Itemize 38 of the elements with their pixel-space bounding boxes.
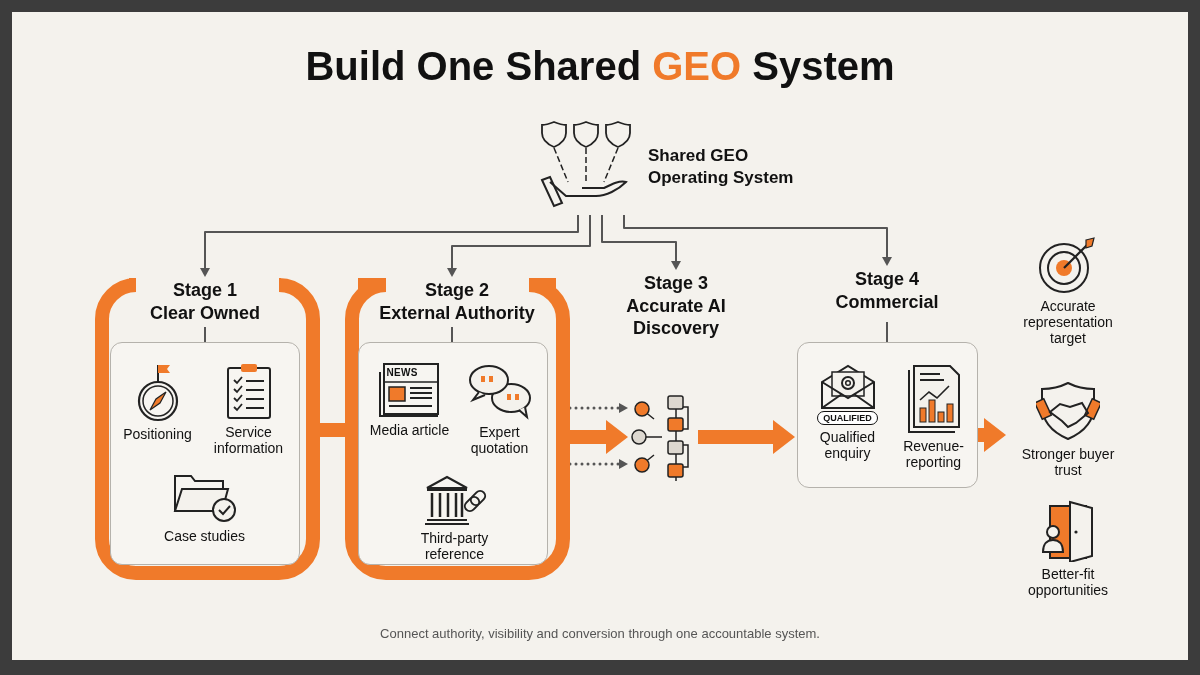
stage-number: Stage 3 bbox=[644, 272, 708, 295]
arrow bbox=[568, 459, 628, 469]
item-label: Accurate representation target bbox=[1022, 298, 1114, 347]
flow-arrow bbox=[978, 418, 1006, 452]
masthead-text: NEWS bbox=[386, 366, 418, 378]
item-label: Stronger buyer trust bbox=[1020, 446, 1116, 479]
stage-title: Accurate AI Discovery bbox=[625, 294, 727, 340]
stage-frame bbox=[95, 278, 320, 580]
stage-title: Clear Owned bbox=[150, 301, 260, 324]
stage-number: Stage 2 bbox=[425, 279, 489, 302]
arrow bbox=[601, 214, 681, 270]
hub-label: Shared GEO Operating System bbox=[648, 145, 795, 190]
item-label: Service information bbox=[212, 423, 285, 456]
item-label: Revenue-reporting bbox=[902, 437, 965, 470]
stage-panel bbox=[358, 342, 548, 565]
status-badge: QUALIFIED bbox=[817, 410, 878, 425]
arrow bbox=[447, 214, 591, 277]
flow-arrow bbox=[570, 420, 628, 454]
flow-arrow bbox=[698, 420, 795, 454]
stage-number: Stage 1 bbox=[173, 279, 237, 302]
caption: Connect authority, visibility and conversion through one accountable system. bbox=[379, 626, 821, 641]
item-label: Positioning bbox=[123, 425, 192, 442]
stage-panel bbox=[797, 342, 978, 488]
item-label: Expert quotation bbox=[469, 423, 530, 456]
item-label: Third-party reference bbox=[419, 529, 490, 562]
arrow bbox=[200, 214, 579, 277]
item-label: Qualified enquiry bbox=[818, 428, 877, 461]
title: Build One Shared GEO System bbox=[304, 44, 896, 89]
item-label: Better-fit opportunities bbox=[1026, 566, 1110, 599]
stage-frame bbox=[345, 278, 570, 580]
stage-panel bbox=[110, 342, 300, 565]
stage-number: Stage 4 bbox=[855, 268, 919, 291]
item-label: Media article bbox=[369, 421, 450, 438]
stage-title: External Authority bbox=[379, 301, 535, 324]
arrow bbox=[623, 214, 892, 266]
item-label: Case studies bbox=[164, 527, 245, 544]
arrow bbox=[568, 403, 628, 413]
stage-title: Commercial bbox=[835, 290, 939, 313]
